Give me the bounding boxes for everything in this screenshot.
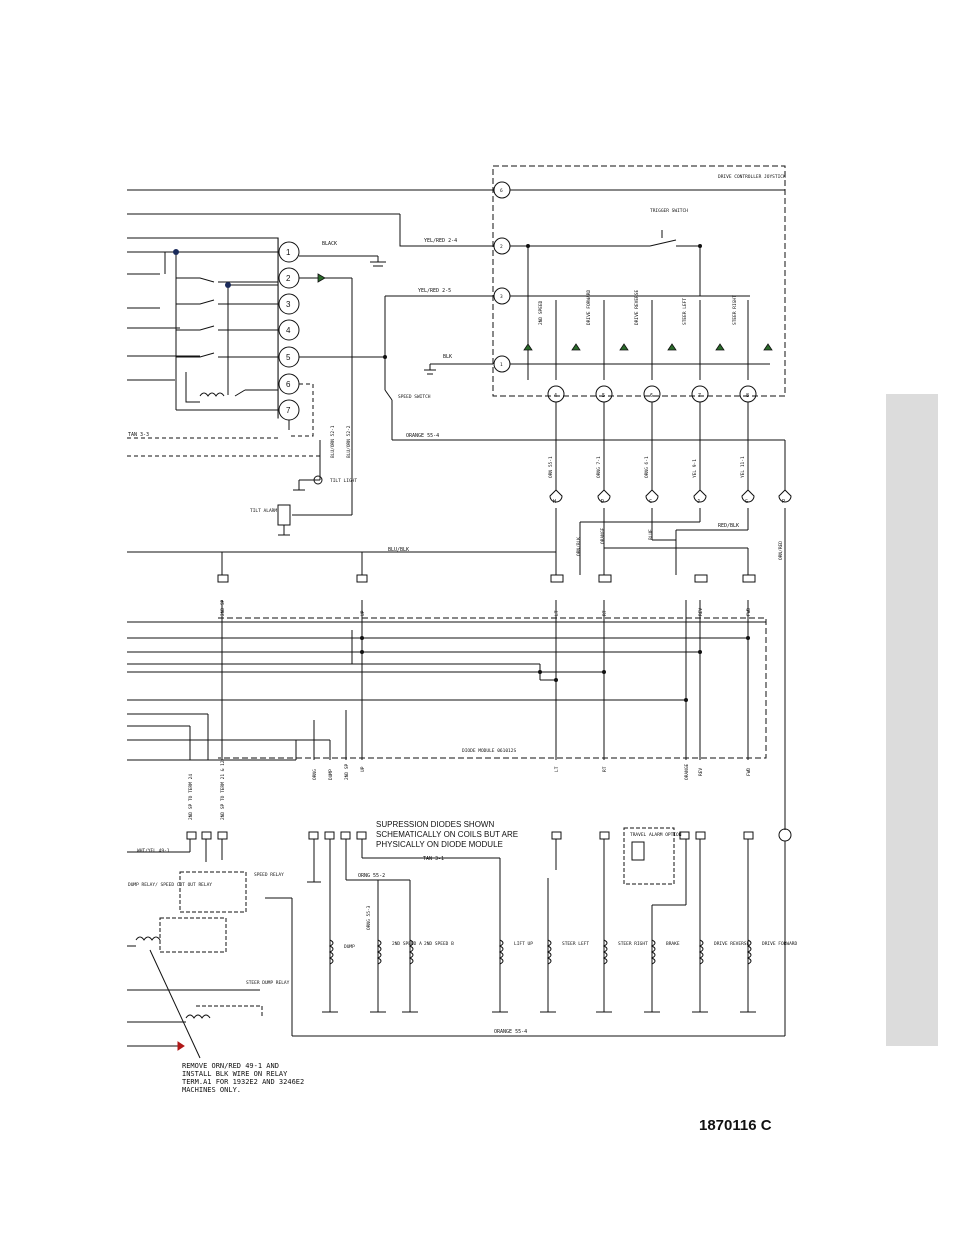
trigger-switch-label: TRIGGER SWITCH [650, 208, 688, 214]
connector-d: D [601, 499, 604, 505]
connector-c: C [649, 499, 652, 505]
connector-p: P [782, 499, 785, 505]
coil-label-lift-up: LIFT UP [514, 941, 533, 947]
wire-label-ornred: ORN/RED [778, 541, 784, 560]
module-bottom-0: 2ND SP TO TERM 24 [188, 774, 194, 820]
module-bottom-2: ORNG [312, 769, 318, 780]
joystick-enclosure [492, 165, 786, 397]
module-bottom-8: ORANGE [684, 763, 690, 780]
wire-label-orange554b: ORANGE 55-4 [494, 1029, 527, 1035]
wire-label-blue: BLUE [648, 529, 654, 540]
module-bottom-4: 2ND SP [344, 763, 350, 780]
tilt-alarm-label: TILT ALARM [250, 508, 277, 514]
wire-label-tan31: TAN 3-1 [423, 856, 444, 862]
module-bottom-5: UP [360, 766, 366, 772]
steer-dump-relay-label: STEER DUMP RELAY [246, 980, 290, 986]
connector-wire-d: ORNG 7-1 [596, 456, 602, 478]
circle-7: 7 [698, 393, 701, 399]
side-index-tab [886, 394, 938, 1046]
connector-wire-h: ORN 55-1 [548, 456, 554, 478]
terminal-2-label: 2 [286, 274, 291, 283]
module-top-up: UP [360, 610, 366, 616]
wire-label-bluorn522: BLU/ORN 52-2 [346, 425, 352, 458]
circle-4: 4 [554, 393, 557, 399]
dump-relay-label: DUMP RELAY/ SPEED CUT OUT RELAY [128, 882, 212, 888]
coil-label-drive-reverse: DRIVE REVERSE [714, 941, 750, 947]
module-top-lt: LT [554, 610, 560, 616]
terminal-1-label: 1 [286, 248, 291, 257]
module-bottom-6: LT [554, 766, 560, 772]
switch-label-steer-right: STEER RIGHT [732, 295, 738, 325]
coil-label-2nd-speed-b: 2ND SPEED B [424, 941, 454, 947]
module-bottom-7: RT [602, 766, 608, 772]
coil-label-2nd-speed-a: 2ND SPEED A [392, 941, 422, 947]
suppression-diode-note: SUPRESSION DIODES SHOWN SCHEMATICALLY ON… [376, 820, 519, 849]
wire-label-orng553: ORNG 55-3 [366, 905, 372, 930]
wire-label-blk: BLK [443, 354, 452, 360]
connector-h: H [553, 499, 556, 505]
module-top-rev: REV [698, 608, 704, 616]
wire-label-ornblk: ORN/BLK [576, 537, 582, 556]
joystick-pin-2: 2 [500, 244, 503, 250]
connector-wire-c: ORNG 6-1 [644, 456, 650, 478]
module-bottom-9: REV [698, 768, 704, 776]
wire-label-black: BLACK [322, 241, 337, 247]
switch-label-steer-left: STEER LEFT [682, 298, 688, 325]
module-top-2ndsp: 2ND SP [220, 599, 226, 616]
coil-label-steer-left: STEER LEFT [562, 941, 589, 947]
terminal-4-label: 4 [286, 326, 291, 335]
wire-label-yelred24: YEL/RED 2-4 [424, 238, 457, 244]
module-bottom-3: DUMP [328, 769, 334, 780]
joystick-pin-6: 6 [500, 188, 503, 194]
switch-label-drive-reverse: DRIVE REVERSE [634, 289, 640, 325]
coil-label-steer-right: STEER RIGHT [618, 941, 648, 947]
circle-5: 5 [602, 393, 605, 399]
terminal-6-label: 6 [286, 380, 291, 389]
coil-label-brake: BRAKE [666, 941, 680, 947]
terminal-5-label: 5 [286, 353, 291, 362]
tilt-light-label: TILT LIGHT [330, 478, 357, 484]
wire-label-orng552: ORNG 55-2 [358, 873, 385, 879]
wire-label-whtyel: WHT/YEL 49-1 [137, 848, 170, 854]
wire-label-orange554: ORANGE 55-4 [406, 433, 439, 439]
connector-wire-g: YEL 11-1 [740, 456, 746, 478]
drive-controller-label: DRIVE CONTROLLER JOYSTICK [718, 174, 786, 180]
diode-module-label: DIODE MODULE 061012S [462, 748, 516, 754]
connector-g: G [745, 499, 748, 505]
module-top-fwd: FWD [746, 608, 752, 616]
speed-switch-label: SPEED SWITCH [398, 394, 431, 400]
module-top-rt: RT [602, 610, 608, 616]
drawing-number: 1870116 C [699, 1117, 772, 1134]
module-bottom-10: FWD [746, 768, 752, 776]
connector-wire-j: YEL 9-1 [692, 459, 698, 478]
coil-label-dump: DUMP [344, 944, 355, 950]
wire-label-redblk: RED/BLK [718, 523, 739, 529]
wire-label-orange: ORANGE [600, 527, 606, 544]
wire-label-bluorn521: BLU/ORN 52-1 [330, 425, 336, 458]
circle-8: 8 [746, 393, 749, 399]
switch-label-drive-forward: DRIVE FORWARD [586, 289, 592, 325]
circle-6: 6 [650, 393, 653, 399]
wire-label-yelred25: YEL/RED 2-5 [418, 288, 451, 294]
travel-alarm-label: TRAVEL ALARM OPTION [630, 832, 682, 838]
module-bottom-1: 2ND SP TO TERM 21 & 12 [220, 760, 226, 820]
switch-label-2nd-speed: 2ND SPEED [538, 300, 544, 325]
relay-note: REMOVE ORN/RED 49-1 AND INSTALL BLK WIRE… [182, 1062, 305, 1094]
speed-relay-label: SPEED RELAY [254, 872, 284, 878]
terminal-7-label: 7 [286, 406, 291, 415]
connector-j: J [697, 499, 700, 505]
coil-label-drive-forward: DRIVE FORWARD [762, 941, 798, 947]
wire-label-blublk: BLU/BLK [388, 547, 409, 553]
wire-label-tan: TAN 3-3 [128, 432, 149, 438]
joystick-pin-3: 3 [500, 294, 503, 300]
terminal-3-label: 3 [286, 300, 291, 309]
joystick-pin-1: 1 [500, 362, 503, 368]
